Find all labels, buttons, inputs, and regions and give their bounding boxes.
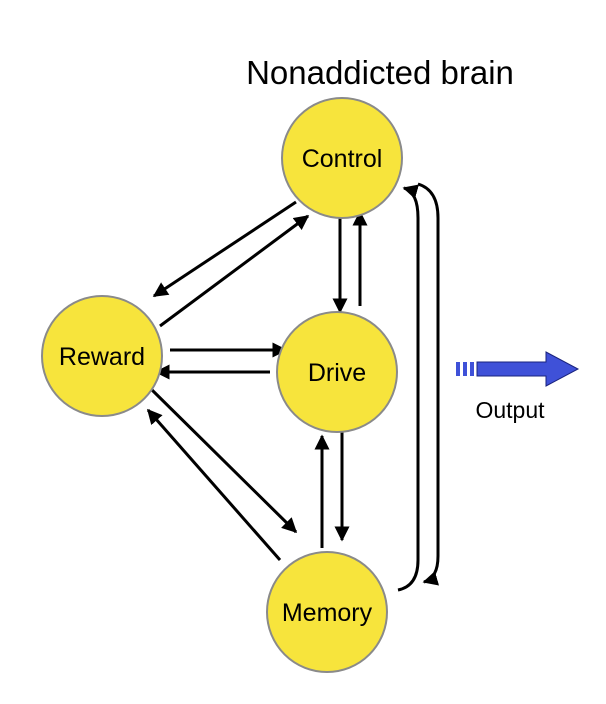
node-drive-label: Drive [308,359,366,387]
node-control: Control [281,97,403,219]
diagram-title: Nonaddicted brain [246,54,514,91]
node-drive: Drive [276,311,398,433]
edge-reward-to-memory [148,386,298,534]
edges [146,182,440,592]
output-label: Output [475,397,545,423]
node-reward: Reward [41,295,163,417]
edge-control-to-reward [152,200,297,298]
node-memory-label: Memory [282,599,373,627]
edge-memory-to-reward [146,408,282,561]
edge-memory-to-control [397,184,420,592]
edge-control-to-memory [417,182,440,586]
node-reward-label: Reward [59,343,145,371]
node-control-label: Control [302,145,383,173]
node-memory: Memory [266,551,388,673]
output-arrow-icon [456,351,580,387]
edge-reward-to-control [159,214,310,328]
